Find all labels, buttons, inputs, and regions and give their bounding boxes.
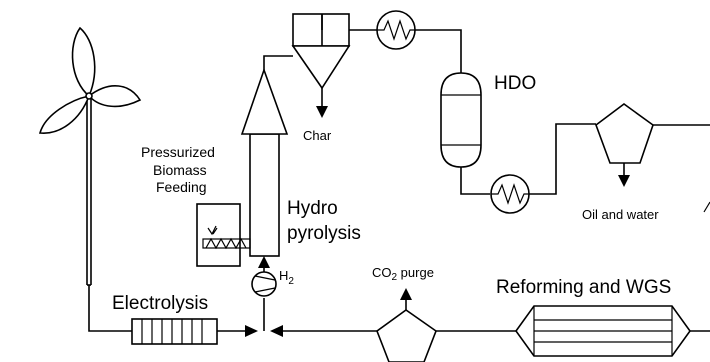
reforming-label: Reforming and WGS (496, 277, 671, 298)
arrow-left (270, 325, 283, 337)
h2-label: H2 (279, 268, 294, 287)
co2-separator (376, 309, 437, 362)
arrow-up (400, 288, 412, 300)
feeding-label-line3: Feeding (156, 179, 207, 195)
arrow-right (245, 325, 258, 337)
arrow-down (618, 175, 630, 187)
electrolysis-unit (131, 318, 218, 345)
electrolysis-label: Electrolysis (112, 293, 208, 314)
hydropyrolysis-label-line2: pyrolysis (287, 223, 361, 244)
biomass-feeder (196, 203, 251, 267)
power-line (88, 285, 132, 332)
hydropyrolysis-reactor (240, 67, 289, 257)
arrow-down (316, 106, 328, 118)
heat-exchanger-icon (376, 10, 416, 50)
cyclone-separator (291, 13, 351, 90)
oil-water-label: Oil and water (582, 207, 659, 222)
compressor-icon (251, 271, 277, 297)
feeding-label-line1: Pressurized (141, 144, 215, 160)
oil-water-separator (595, 103, 654, 164)
char-label: Char (303, 128, 332, 143)
wind-turbine-icon (38, 26, 142, 286)
co2-purge-label: CO2 purge (372, 265, 434, 283)
hdo-label: HDO (494, 73, 536, 94)
hydropyrolysis-label-line1: Hydro (287, 198, 338, 219)
arrow-up (258, 256, 270, 268)
heat-exchanger-icon (490, 174, 530, 214)
hdo-reactor (440, 72, 482, 168)
reformer-unit (515, 305, 710, 357)
feeding-label-line2: Biomass (153, 162, 207, 178)
